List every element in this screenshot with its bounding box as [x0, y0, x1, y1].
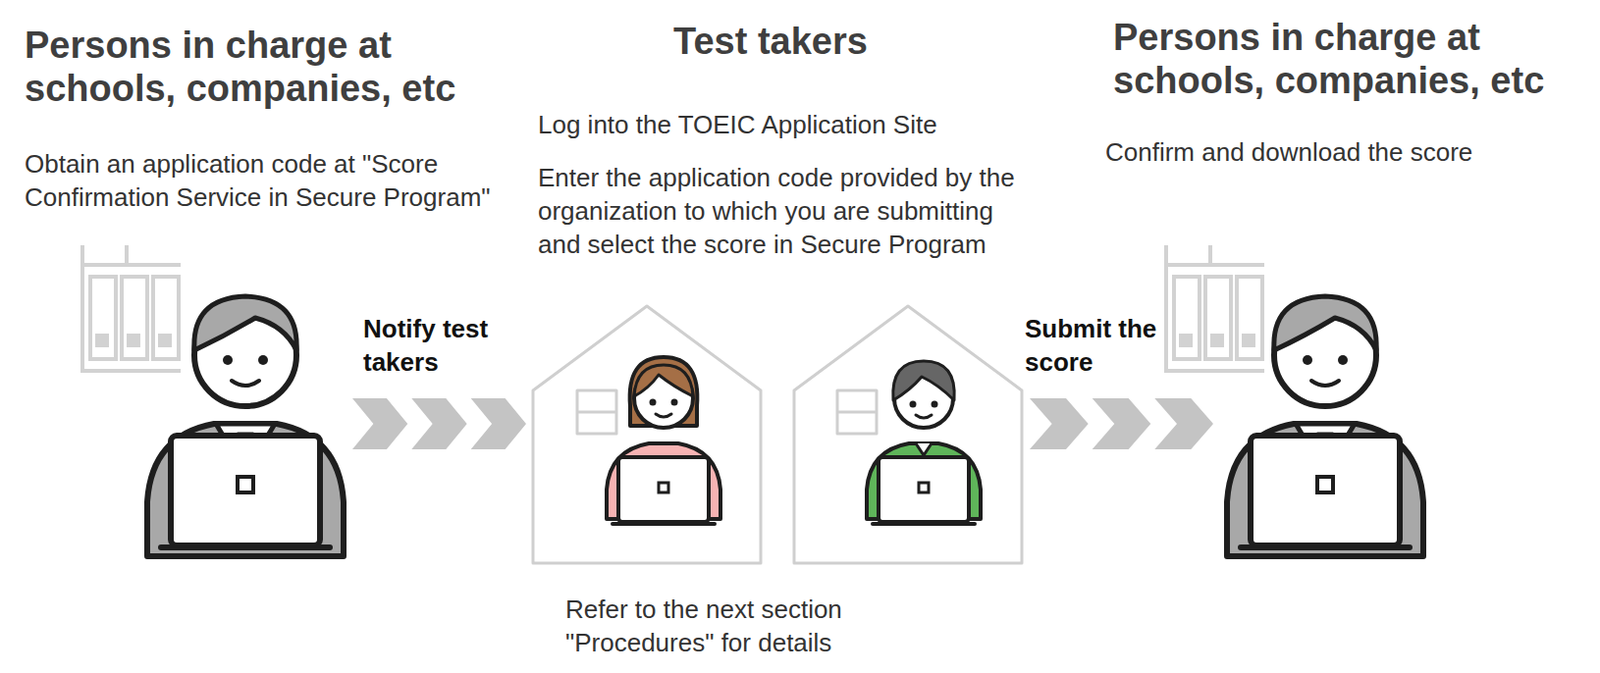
body-text: Obtain an application code at "Score Con… [24, 147, 506, 214]
chevron [352, 398, 408, 450]
heading: Test takers [549, 19, 992, 63]
heading: Persons in charge at schools, companies,… [24, 23, 516, 110]
arrow-label: Submit the score [1024, 312, 1182, 379]
heading: Persons in charge at schools, companies,… [1113, 15, 1585, 103]
chevron [471, 398, 527, 450]
chevron-arrow [352, 398, 527, 450]
body-text: Enter the application code provided by t… [537, 160, 1019, 262]
chevron [1029, 398, 1089, 450]
body-text: Confirm and download the score [1105, 135, 1577, 169]
chevron [411, 398, 467, 450]
body-text: Log into the TOEIC Application Site [537, 107, 1049, 142]
chevron [1092, 398, 1152, 450]
chevron [1154, 398, 1214, 450]
figure-node: Test takersLog into the TOEIC Applicatio… [530, 299, 1026, 567]
figure-node: Persons in charge at schools, companies,… [142, 274, 349, 555]
note-text: Refer to the next section "Procedures" f… [565, 592, 959, 660]
figure-node: Persons in charge at schools, companies,… [1217, 274, 1429, 555]
chevron-arrow [1029, 398, 1214, 450]
arrow-label: Notify test takers [363, 312, 521, 379]
